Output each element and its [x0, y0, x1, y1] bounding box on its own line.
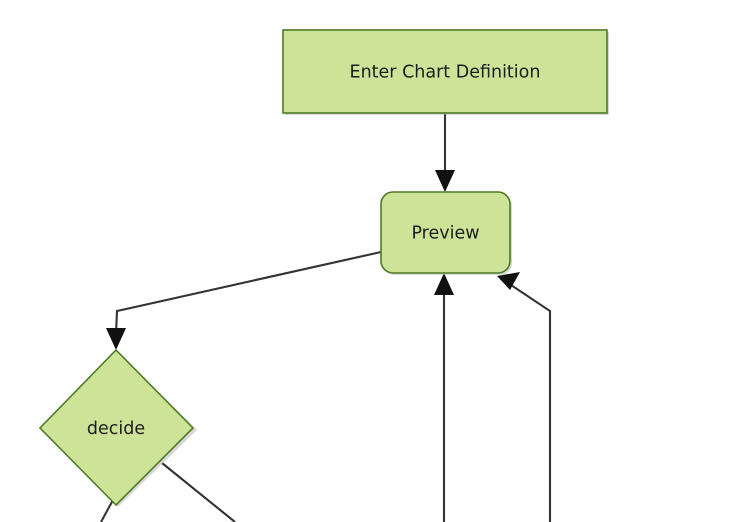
edge-enter-to-preview[interactable]: [435, 113, 455, 192]
edge-bottom-center-to-preview-arrowhead: [434, 273, 454, 295]
edge-decide-bottom-left-path: [100, 499, 114, 522]
edge-preview-to-decide-arrowhead: [106, 328, 126, 350]
edge-bottom-center-to-preview[interactable]: [434, 273, 454, 522]
node-decide-shape: [38, 348, 195, 507]
edge-bottom-right-to-preview[interactable]: [497, 272, 552, 522]
edge-bottom-right-to-preview-arrowhead: [497, 272, 520, 290]
edge-decide-bottom-right-path: [161, 462, 236, 522]
edge-enter-to-preview-arrowhead: [435, 170, 455, 192]
node-enter-chart-definition-shape: [282, 29, 608, 114]
node-enter-chart-definition-label: Enter Chart Definition: [350, 63, 541, 83]
node-decide[interactable]: decide: [38, 348, 197, 507]
edge-bottom-right-to-preview-path: [510, 284, 552, 522]
node-preview-shape: [380, 191, 511, 274]
edge-preview-to-decide[interactable]: [106, 250, 382, 350]
node-decide-label: decide: [87, 419, 145, 439]
edge-decide-bottom-left[interactable]: [100, 499, 114, 522]
node-layer: Enter Chart Definition Preview decide: [38, 29, 609, 507]
edge-layer: [100, 113, 552, 522]
node-preview-label: Preview: [411, 224, 479, 244]
node-preview[interactable]: Preview: [380, 191, 512, 275]
edge-preview-to-decide-path: [114, 250, 382, 335]
edge-decide-bottom-right[interactable]: [161, 462, 236, 522]
node-enter-chart-definition[interactable]: Enter Chart Definition: [282, 29, 609, 115]
